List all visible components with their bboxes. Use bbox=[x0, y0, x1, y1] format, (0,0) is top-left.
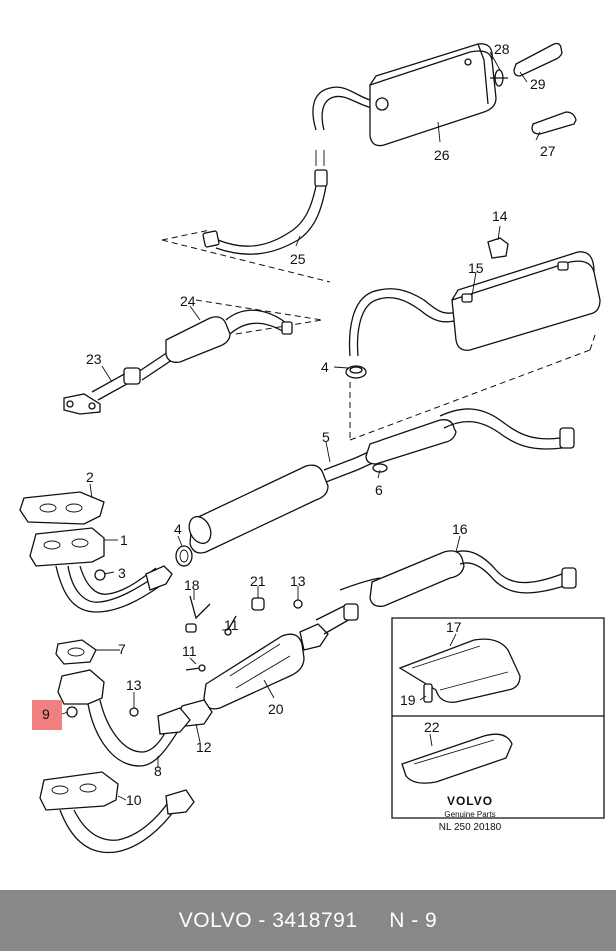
part-13-nut-upper bbox=[293, 599, 303, 609]
label-part-5: 5 bbox=[322, 429, 330, 445]
part-18-lambda-sensor bbox=[185, 595, 211, 633]
label-part-24: 24 bbox=[180, 293, 196, 309]
part-23-flange-pipe bbox=[63, 367, 141, 415]
label-part-11-lower: 11 bbox=[182, 643, 197, 659]
part-26-rear-muffler bbox=[312, 43, 497, 147]
leader-lines bbox=[61, 51, 541, 801]
part-1-exhaust-manifold bbox=[29, 527, 161, 613]
label-part-4-upper: 4 bbox=[321, 359, 329, 375]
part-9-nut bbox=[32, 700, 78, 730]
footer-article-number: 3418791 bbox=[272, 908, 358, 932]
footer-separator: - bbox=[252, 908, 273, 932]
part-15-rear-muffler bbox=[348, 251, 601, 357]
label-part-22: 22 bbox=[424, 719, 440, 735]
label-part-7: 7 bbox=[118, 641, 126, 657]
part-4-clamp-upper bbox=[345, 365, 367, 379]
part-2-gasket bbox=[19, 491, 105, 525]
footer-bar: VOLVO - 3418791 N - 9 bbox=[0, 890, 616, 951]
label-part-15: 15 bbox=[468, 260, 484, 276]
part-10-exhaust-manifold bbox=[39, 771, 195, 854]
inset-subtitle: Genuine Parts bbox=[444, 810, 495, 819]
part-21-sensor-plug bbox=[251, 597, 265, 611]
part-5-middle-silencer bbox=[188, 408, 575, 554]
part-7-gasket bbox=[55, 639, 97, 665]
part-28-clamp bbox=[490, 69, 508, 87]
label-part-17: 17 bbox=[446, 619, 462, 635]
inset-brand: VOLVO bbox=[447, 794, 493, 808]
label-part-8: 8 bbox=[154, 763, 162, 779]
label-part-10: 10 bbox=[126, 792, 142, 808]
front-pipe-end bbox=[145, 565, 173, 591]
label-part-16: 16 bbox=[452, 521, 468, 537]
label-part-28: 28 bbox=[494, 41, 510, 57]
part-27-tailpipe-bent bbox=[531, 111, 577, 135]
footer-gap bbox=[358, 909, 390, 933]
inset-panel: VOLVO Genuine Parts NL 250 20180 bbox=[391, 617, 605, 833]
label-part-3: 3 bbox=[118, 565, 126, 581]
part-25-intermediate-pipe bbox=[161, 150, 331, 283]
highlight-part-9 bbox=[32, 700, 62, 730]
part-6-clamp bbox=[372, 463, 388, 473]
label-part-1: 1 bbox=[120, 532, 128, 548]
label-part-9: 9 bbox=[42, 706, 50, 722]
footer-brand: VOLVO bbox=[178, 908, 253, 932]
label-part-29: 29 bbox=[530, 76, 546, 92]
part-20-catalytic-converter bbox=[203, 603, 359, 710]
label-part-11-upper: 11 bbox=[224, 617, 239, 633]
label-part-13-upper: 13 bbox=[290, 573, 306, 589]
part-labels: 28 29 26 27 14 15 25 24 23 4 5 6 2 16 1 … bbox=[42, 41, 556, 808]
inset-code: NL 250 20180 bbox=[439, 822, 502, 833]
part-3-nut bbox=[94, 569, 106, 581]
footer-position: N - 9 bbox=[389, 908, 438, 932]
label-part-26: 26 bbox=[434, 147, 450, 163]
label-part-2: 2 bbox=[86, 469, 94, 485]
label-part-21: 21 bbox=[250, 573, 266, 589]
part-19-bolt bbox=[423, 683, 433, 703]
label-part-23: 23 bbox=[86, 351, 102, 367]
part-4-clamp-lower bbox=[175, 545, 193, 567]
part-17-heat-shield bbox=[398, 638, 521, 703]
label-part-6: 6 bbox=[375, 482, 383, 498]
label-part-14: 14 bbox=[492, 208, 508, 224]
label-part-25: 25 bbox=[290, 251, 306, 267]
part-8-front-pipe bbox=[57, 669, 191, 767]
part-16-middle-silencer bbox=[339, 550, 577, 607]
part-11-bolt-lower bbox=[185, 664, 206, 672]
label-part-18: 18 bbox=[184, 577, 200, 593]
label-part-20: 20 bbox=[268, 701, 284, 717]
part-11-bolt-upper bbox=[224, 615, 237, 636]
part-24-front-pipe-with-converter bbox=[137, 299, 323, 381]
label-part-19: 19 bbox=[400, 692, 416, 708]
part-13-nut-lower bbox=[129, 707, 139, 717]
label-part-27: 27 bbox=[540, 143, 556, 159]
part-29-tailpipe bbox=[513, 42, 563, 77]
exhaust-system-diagram: VOLVO Genuine Parts NL 250 20180 bbox=[19, 41, 605, 854]
label-part-12: 12 bbox=[196, 739, 212, 755]
label-part-13-lower: 13 bbox=[126, 677, 142, 693]
label-part-4-lower: 4 bbox=[174, 521, 182, 537]
part-14-rubber-hanger bbox=[487, 237, 509, 259]
part-22-heat-shield bbox=[401, 733, 513, 784]
